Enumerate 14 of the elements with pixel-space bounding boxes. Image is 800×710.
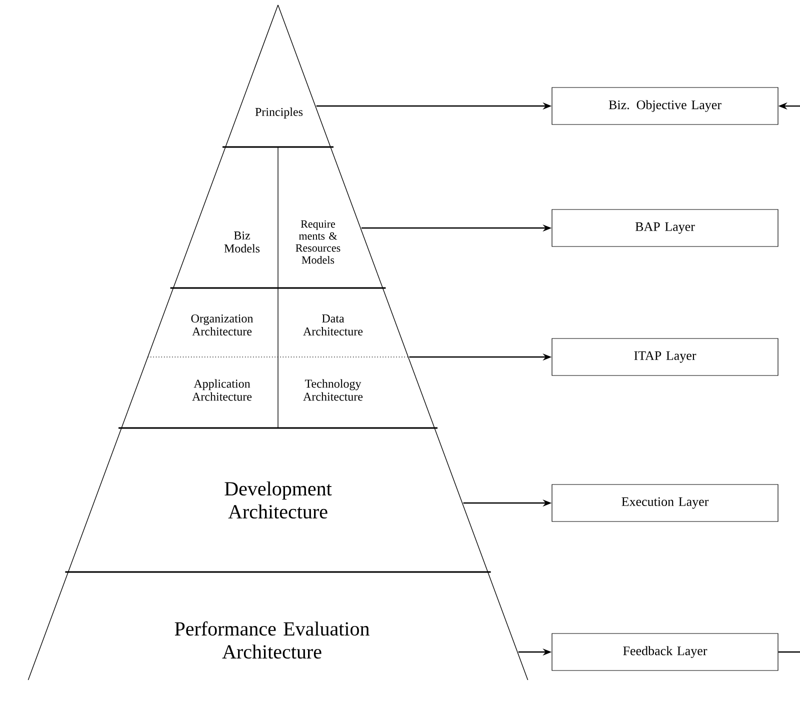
pyramid-section: Performance Evaluation Architecture (28, 572, 528, 680)
layer-box: ITAP Layer (552, 338, 778, 376)
pyramid-section: Principles (225, 4, 331, 148)
pyramid-section: Biz Models (172, 146, 278, 288)
layer-box: BAP Layer (552, 209, 778, 247)
pyramid-section: Application Architecture (121, 356, 278, 428)
layer-box: Biz. Objective Layer (552, 87, 778, 125)
pyramid-section: Technology Architecture (303, 356, 435, 428)
pyramid-section: Data Architecture (303, 288, 409, 358)
pyramid-section: Organization Architecture (147, 288, 278, 358)
layer-box: Feedback Layer (552, 633, 778, 671)
pyramid-section: Development Architecture (68, 428, 488, 572)
layer-box: Execution Layer (552, 484, 778, 522)
pyramid-section: Require ments & Resources Models (296, 146, 384, 288)
